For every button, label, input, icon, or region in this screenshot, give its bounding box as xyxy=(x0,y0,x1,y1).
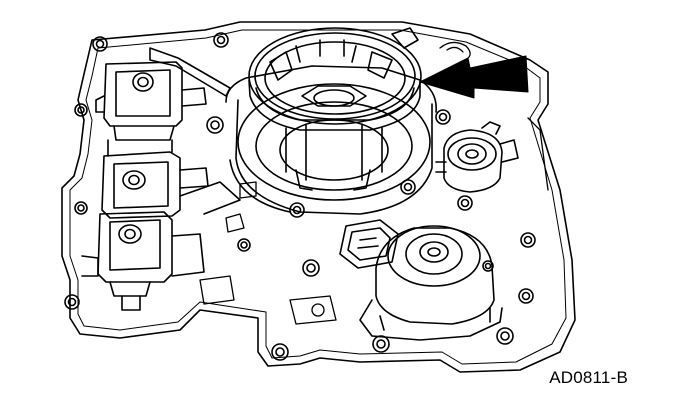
left-solenoids xyxy=(81,47,241,311)
right-small-solenoid xyxy=(435,121,519,193)
main-plate xyxy=(61,21,576,373)
misc-details xyxy=(199,117,549,325)
arrow-icon xyxy=(419,55,529,99)
figure-reference-code: AD0811-B xyxy=(549,368,628,387)
seal-ring xyxy=(248,27,422,131)
lower-right-solenoid xyxy=(339,219,503,341)
plate-inner-edge xyxy=(69,29,567,365)
bolt-holes xyxy=(64,32,536,361)
